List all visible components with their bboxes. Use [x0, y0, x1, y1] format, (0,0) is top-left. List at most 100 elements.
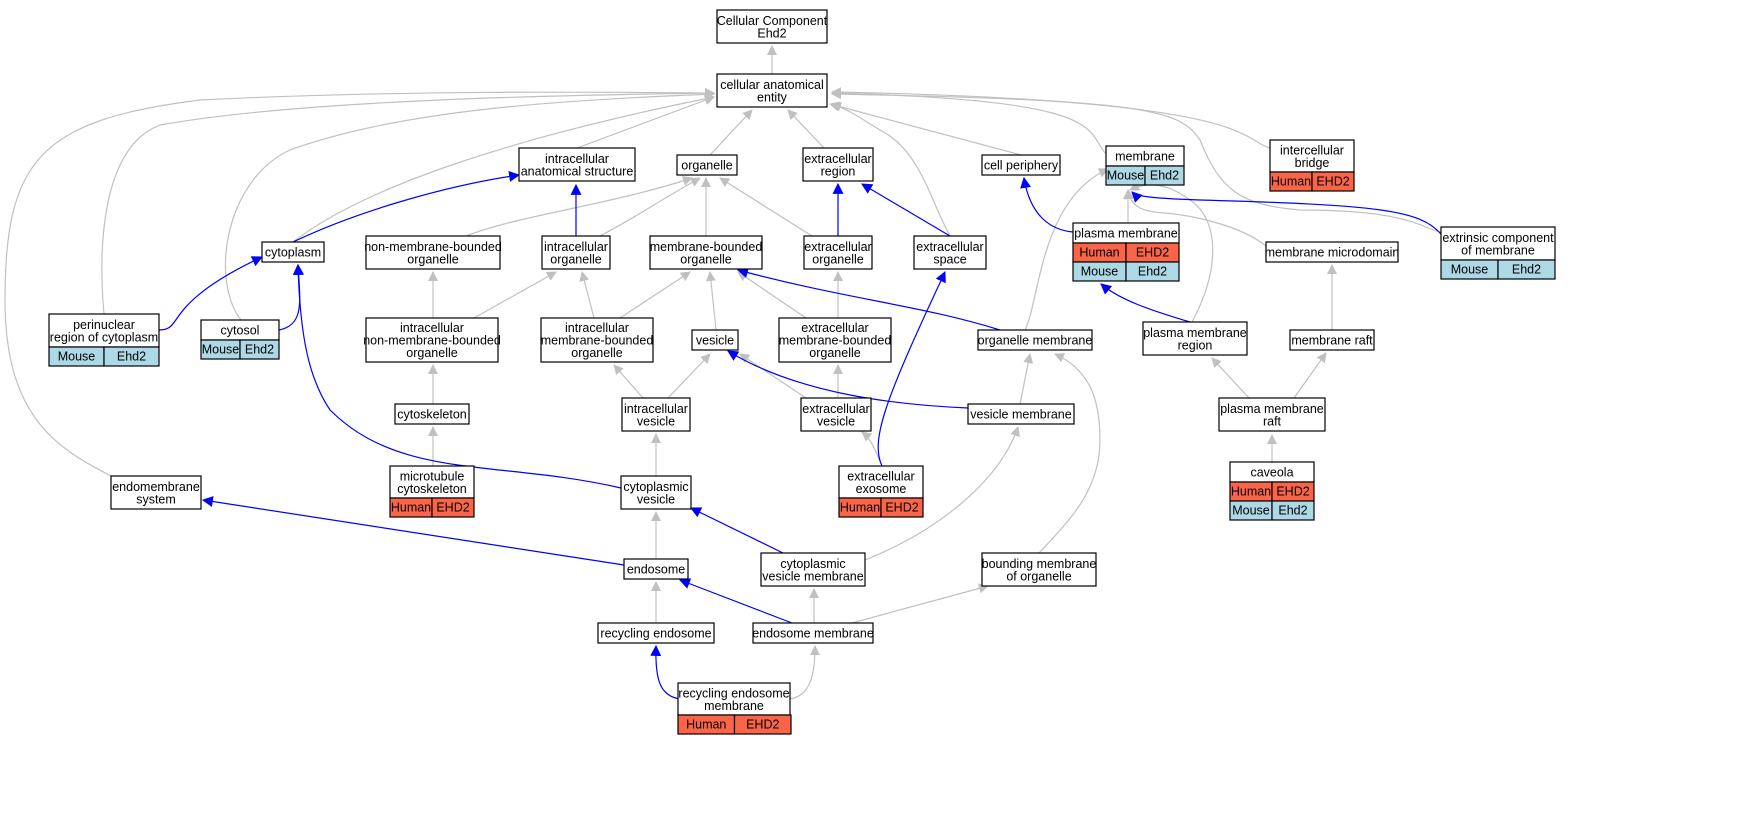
node-cytoplasm[interactable]: cytoplasm	[261, 241, 325, 263]
node-label: organelle	[809, 346, 860, 360]
node-endosome[interactable]: endosome	[623, 558, 689, 580]
node-label: non-membrane-bounded	[363, 334, 501, 348]
node-om[interactable]: organelle membrane	[977, 329, 1093, 351]
node-label: endosome	[627, 563, 685, 577]
node-label: vesicle membrane	[970, 408, 1071, 422]
node-label: cytoplasmic	[780, 557, 845, 571]
edge-rem-re	[650, 644, 681, 700]
node-vm[interactable]: vesicle membrane	[967, 403, 1075, 425]
edge-imbo-io	[579, 271, 595, 319]
node-label: region	[1178, 338, 1213, 352]
badge-species: Human	[391, 501, 431, 515]
node-label: extracellular	[802, 402, 869, 416]
node-label: endomembrane	[112, 480, 200, 494]
badge-species: Human	[686, 718, 726, 732]
edge-cytosol-cytoplasm	[278, 263, 305, 331]
edge-io-organelle	[599, 177, 701, 237]
badge-gene: Ehd2	[1512, 263, 1541, 277]
edge-mmd-membrane	[1124, 189, 1267, 247]
node-label: membrane-bounded	[541, 334, 654, 348]
node-mraft[interactable]: membrane raft	[1289, 329, 1375, 351]
node-label: membrane raft	[1291, 334, 1373, 348]
node-label: raft	[1263, 414, 1282, 428]
node-label: cytoskeleton	[397, 482, 467, 496]
badge-gene-cell	[1271, 500, 1315, 521]
node-label: region of cytoplasm	[50, 330, 158, 344]
node-label: intracellular	[545, 152, 609, 166]
node-inmbo[interactable]: intracellularnon-membrane-boundedorganel…	[363, 317, 501, 363]
node-label: extracellular	[801, 321, 868, 335]
badge-gene-cell	[1311, 171, 1355, 192]
badge-gene: EHD2	[1136, 246, 1169, 260]
node-organelle[interactable]: organelle	[676, 154, 738, 176]
node-box	[649, 235, 763, 270]
node-label: vesicle	[637, 492, 675, 506]
node-mmd[interactable]: membrane microdomain	[1265, 241, 1400, 263]
node-cellperiph[interactable]: cell periphery	[981, 154, 1061, 176]
edge-layer	[4, 45, 1442, 700]
node-label: cytosol	[221, 324, 260, 338]
node-re[interactable]: recycling endosome	[597, 622, 715, 644]
edge-pmr-pm	[1100, 283, 1191, 323]
node-label: intracellular	[624, 402, 688, 416]
node-em[interactable]: endosome membrane	[752, 622, 874, 644]
node-label: entity	[757, 90, 788, 104]
edge-om-mbo	[736, 267, 1001, 331]
node-label: vesicle	[696, 334, 734, 348]
badge-gene: EHD2	[1316, 175, 1349, 189]
node-label: non-membrane-bounded	[364, 240, 502, 254]
badge-species: Human	[1079, 246, 1119, 260]
node-label: membrane-bounded	[779, 334, 892, 348]
edge-organelle-cae	[709, 109, 753, 156]
edge-cytosol-cae	[224, 89, 715, 321]
node-box	[1142, 321, 1248, 356]
edge-ecr-cae	[787, 109, 825, 149]
node-box	[623, 558, 689, 580]
edge-cytoplasm-cae	[292, 93, 715, 243]
node-cytoskel[interactable]: cytoskeleton	[394, 403, 470, 425]
node-box	[620, 475, 692, 510]
node-vesicle[interactable]: vesicle	[691, 329, 739, 351]
node-label: exosome	[856, 482, 907, 496]
node-label: of membrane	[1461, 243, 1535, 257]
badge-species: Mouse	[1232, 504, 1270, 518]
node-label: bridge	[1295, 156, 1330, 170]
node-label: space	[933, 252, 966, 266]
node-label: Ehd2	[757, 26, 786, 40]
node-box	[597, 622, 715, 644]
badge-gene-cell	[880, 497, 924, 518]
edge-iv-imbo	[613, 364, 644, 399]
node-box	[981, 154, 1061, 176]
node-box	[518, 147, 636, 182]
